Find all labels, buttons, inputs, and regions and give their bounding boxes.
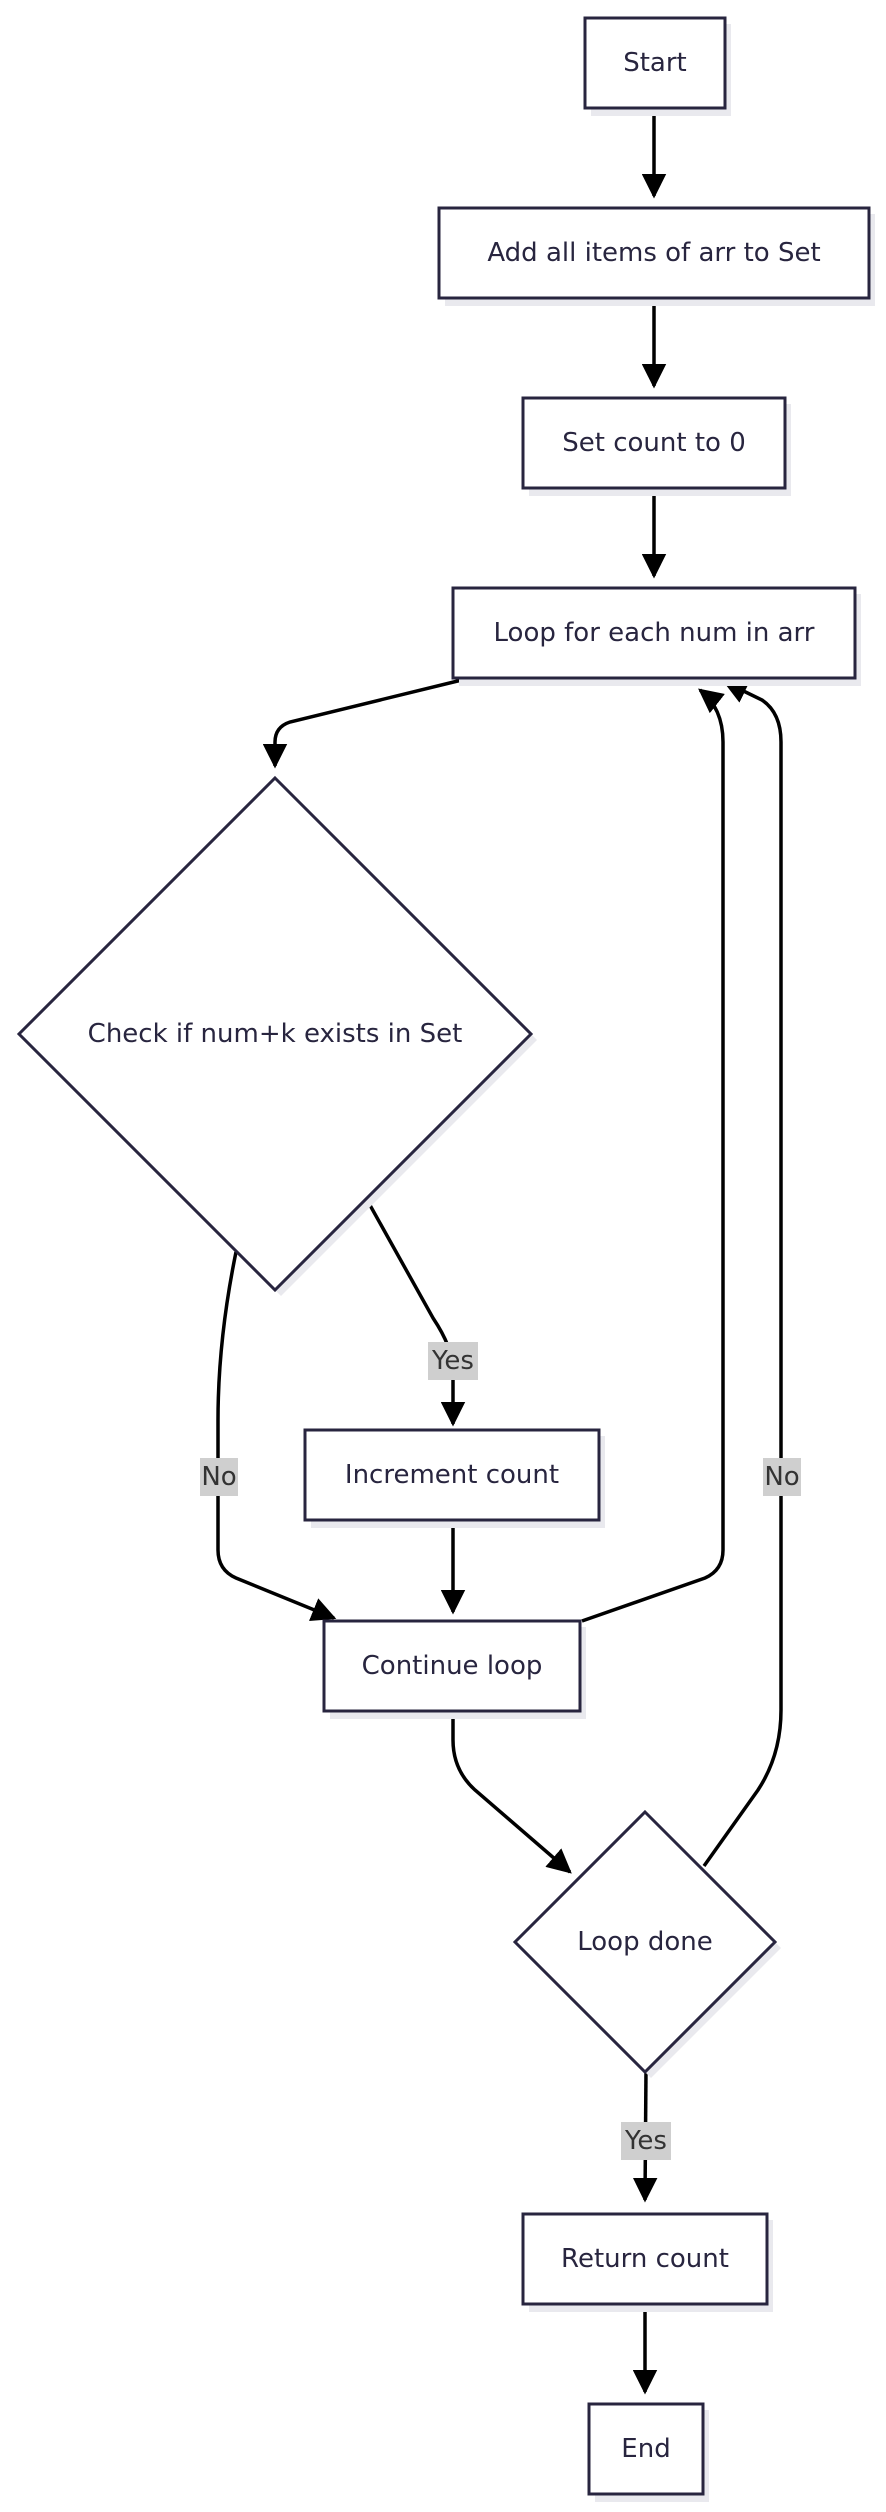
node-end-box — [587, 2402, 705, 2496]
node-increment[interactable]: Increment count — [303, 1428, 605, 1528]
edge-label-bg-done-no — [763, 1458, 801, 1496]
node-return-count[interactable]: Return count — [521, 2212, 773, 2312]
node-check-exists[interactable]: Check if num+k exists in Set — [16, 775, 537, 1296]
node-end-label: End — [621, 2434, 670, 2464]
node-add-items[interactable]: Add all items of arr to Set — [437, 206, 875, 306]
edge-labels: Yes No No Yes — [200, 1342, 801, 2160]
node-continue-loop[interactable]: Continue loop — [322, 1619, 586, 1719]
edge-label-check-no: No — [201, 1462, 236, 1492]
edge-check-to-continue-no — [216, 1251, 337, 1622]
edge-label-bg-done-yes — [621, 2122, 671, 2160]
edge-label-check-yes: Yes — [431, 1346, 474, 1376]
node-set-count-box — [521, 396, 787, 490]
edge-loop-done-to-loop-no — [702, 680, 783, 1868]
node-increment-box — [303, 1428, 601, 1522]
edge-continue-to-loop — [581, 688, 725, 1623]
node-return-count-label: Return count — [561, 2244, 729, 2274]
node-check-exists-diamond — [16, 775, 534, 1293]
edge-check-to-increment-yes — [364, 1197, 466, 1427]
node-start-label: Start — [623, 48, 687, 78]
node-loop-done-label: Loop done — [577, 1927, 713, 1957]
node-end[interactable]: End — [587, 2402, 709, 2502]
edge-loop-to-check — [262, 676, 471, 769]
node-continue-loop-label: Continue loop — [362, 1651, 543, 1681]
node-start-box — [583, 16, 727, 110]
node-start[interactable]: Start — [583, 16, 731, 116]
node-set-count-label: Set count to 0 — [562, 428, 746, 458]
node-loop-each-box — [451, 586, 857, 680]
edge-label-bg-check-yes — [428, 1342, 478, 1380]
node-add-items-label: Add all items of arr to Set — [487, 238, 820, 268]
node-return-count-box — [521, 2212, 769, 2306]
node-add-items-box — [437, 206, 871, 300]
node-loop-each[interactable]: Loop for each num in arr — [451, 586, 861, 686]
edge-label-bg-check-no — [200, 1458, 238, 1496]
edge-label-done-no: No — [764, 1462, 799, 1492]
node-loop-done[interactable]: Loop done — [512, 1809, 781, 2078]
node-check-exists-label: Check if num+k exists in Set — [88, 1019, 463, 1049]
node-loop-done-diamond — [512, 1809, 778, 2075]
node-continue-loop-box — [322, 1619, 582, 1713]
node-set-count[interactable]: Set count to 0 — [521, 396, 791, 496]
edge-continue-to-loop-done — [451, 1711, 572, 1874]
node-loop-each-label: Loop for each num in arr — [494, 618, 815, 648]
node-increment-label: Increment count — [345, 1460, 559, 1490]
edge-label-done-yes: Yes — [624, 2126, 667, 2156]
